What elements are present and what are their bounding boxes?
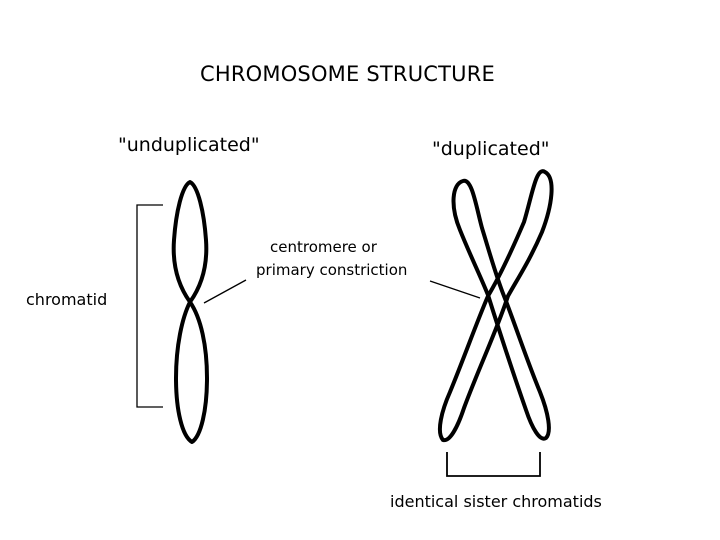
- unduplicated-chromosome: [171, 180, 209, 444]
- duplicated-label: "duplicated": [432, 138, 550, 160]
- sister-chromatids-bracket: [446, 452, 541, 477]
- sister-chromatid-a: [451, 178, 551, 441]
- chromatid-bracket: [136, 204, 163, 408]
- centromere-label-line2: primary constriction: [256, 261, 408, 279]
- diagram-title: CHROMOSOME STRUCTURE: [200, 62, 495, 86]
- centromere-pointer-right: [429, 280, 481, 299]
- centromere-label-line1: centromere or: [270, 238, 377, 256]
- sister-chromatids-label: identical sister chromatids: [390, 492, 602, 511]
- centromere-pointer-left: [203, 279, 247, 304]
- chromatid-label: chromatid: [26, 290, 108, 309]
- sister-chromatid-b: [438, 169, 554, 443]
- duplicated-chromosome: [438, 169, 554, 443]
- unduplicated-label: "unduplicated": [118, 134, 260, 156]
